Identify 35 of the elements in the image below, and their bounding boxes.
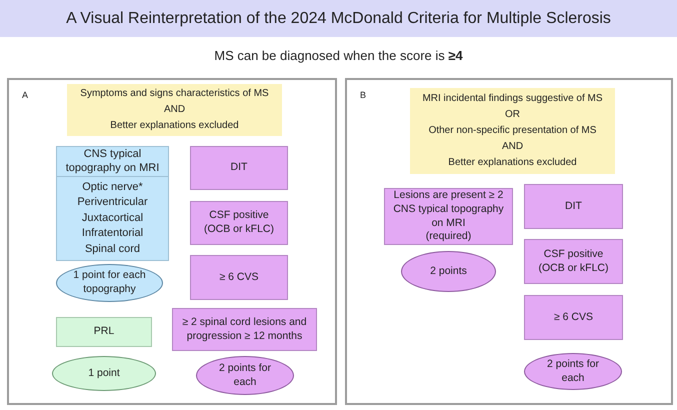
- subtitle: MS can be diagnosed when the score is ≥4: [214, 48, 463, 63]
- criteria-panel: [7, 78, 337, 405]
- panel-letter: B: [360, 90, 366, 100]
- criterion-box: ≥ 2 spinal cord lesions and progression ≥ 12 months: [172, 308, 317, 351]
- criterion-box: CSF positive (OCB or kFLC): [190, 201, 288, 245]
- criterion-box: DIT: [524, 184, 623, 229]
- criterion-text: (required): [426, 230, 472, 244]
- topography-heading: CNS typical topography on MRI: [57, 147, 168, 177]
- condition-box: [67, 84, 282, 136]
- condition-text: OR: [505, 108, 520, 122]
- criterion-text: Lesions are present ≥ 2 CNS typical topography on MRI: [392, 189, 505, 230]
- topography-list: Optic nerve* Periventricular Juxtacortical Infratentorial Spinal cord: [57, 176, 168, 260]
- criterion-box: [384, 188, 513, 245]
- criterion-box: PRL: [56, 317, 152, 347]
- condition-text: AND: [502, 140, 524, 154]
- criterion-box: ≥ 6 CVS: [524, 295, 623, 340]
- criterion-box: CSF positive (OCB or kFLC): [524, 239, 623, 284]
- panel-letter: A: [22, 90, 28, 100]
- score-ellipse: 1 point for each topography: [56, 264, 163, 302]
- score-ellipse: 2 points: [401, 251, 496, 292]
- condition-text: Other non-specific presentation of MS: [428, 124, 596, 138]
- score-ellipse: 2 points for each: [196, 356, 294, 395]
- score-ellipse: 1 point: [52, 356, 156, 391]
- criteria-panel: [345, 78, 673, 405]
- condition-text: AND: [164, 103, 186, 117]
- condition-text: Symptoms and signs characteristics of MS: [80, 87, 269, 101]
- condition-text: MRI incidental findings suggestive of MS: [422, 92, 603, 106]
- condition-text: Better explanations excluded: [110, 119, 239, 133]
- title-banner: A Visual Reinterpretation of the 2024 McDonald Criteria for Multiple Sclerosis: [0, 0, 677, 37]
- condition-box: [410, 88, 615, 174]
- score-ellipse: 2 points for each: [524, 353, 622, 390]
- criterion-box: ≥ 6 CVS: [190, 255, 288, 300]
- criterion-box: DIT: [190, 146, 288, 190]
- condition-text: Better explanations excluded: [448, 156, 577, 170]
- topography-card: [56, 146, 169, 261]
